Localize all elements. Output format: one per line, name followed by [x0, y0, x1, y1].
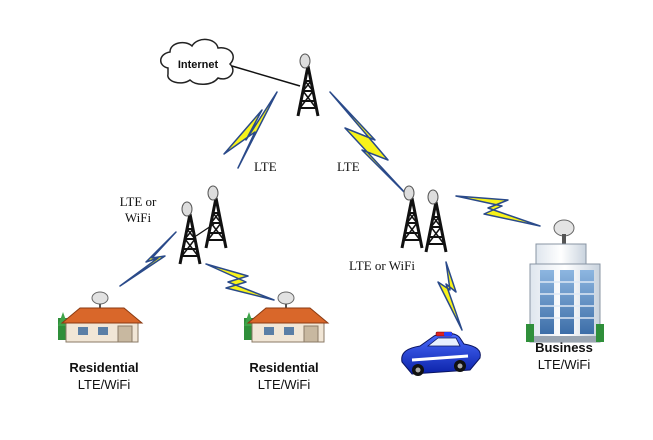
- internet-backhaul-line: [231, 65, 301, 87]
- wifi-link-left-house-bolt-icon: [119, 231, 177, 287]
- left-relay-link-label: LTE or WiFi: [119, 194, 157, 225]
- internet-label: Internet: [178, 59, 219, 71]
- endpoint-title: Business: [535, 340, 593, 355]
- lte-link-right-label: LTE: [337, 159, 360, 174]
- lte-link-left-label: LTE: [254, 159, 277, 174]
- office-building-icon: [526, 219, 604, 343]
- endpoint-subtitle: LTE/WiFi: [537, 357, 591, 372]
- right-relay-tower-icon: [400, 184, 448, 254]
- link-business-bolt-icon: [455, 195, 541, 227]
- link-car-bolt-icon: [437, 261, 463, 331]
- house-icon: [243, 291, 329, 343]
- right-relay-link-label: LTE or WiFi: [349, 258, 415, 273]
- wifi-link-right-house-bolt-icon: [205, 263, 275, 301]
- endpoint-subtitle: LTE/WiFi: [77, 377, 131, 392]
- endpoint-subtitle: LTE/WiFi: [257, 377, 311, 392]
- lte-link-right-bolt-icon: [329, 91, 409, 197]
- left-relay-tower-icon: [178, 184, 228, 266]
- main-cell-tower-icon: [296, 52, 320, 118]
- lte-link-left-bolt-icon: [223, 91, 278, 169]
- internet-cloud-icon: [160, 38, 234, 85]
- house-icon: [57, 291, 143, 343]
- endpoint-title: Residential: [249, 360, 319, 375]
- police-car-icon: [401, 331, 481, 376]
- endpoint-title: Residential: [69, 360, 139, 375]
